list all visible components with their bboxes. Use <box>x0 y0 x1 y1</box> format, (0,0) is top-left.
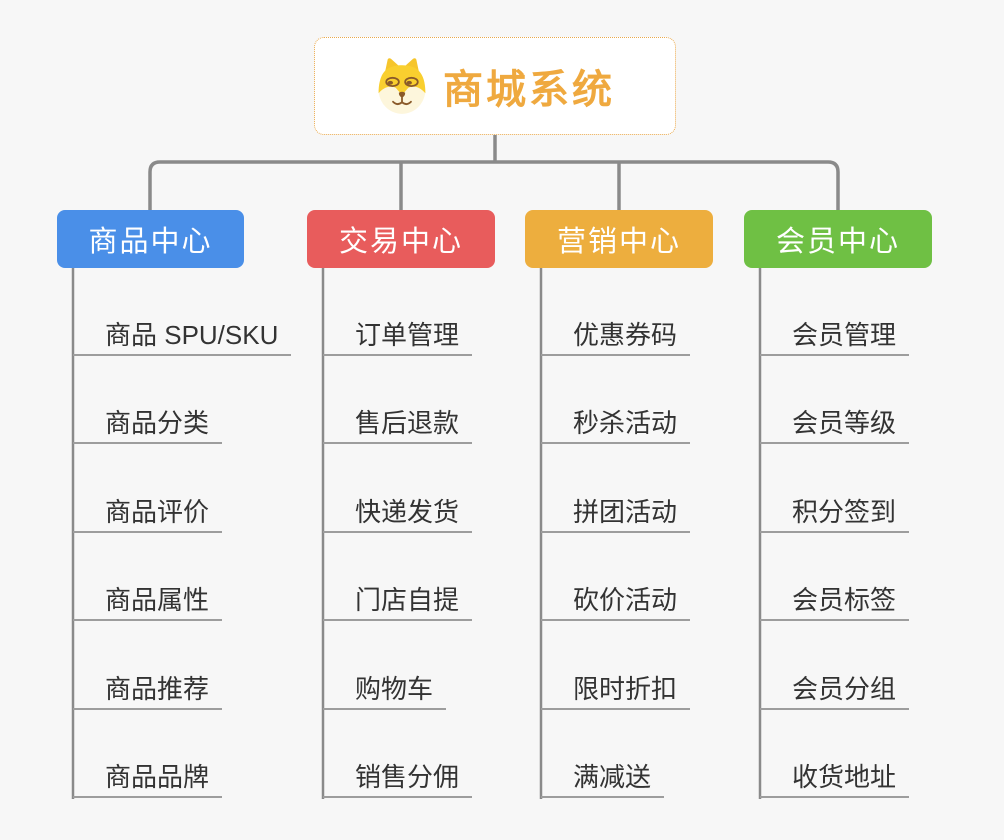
leaf-item[interactable]: 商品分类 <box>73 406 223 444</box>
leaf-item[interactable]: 购物车 <box>323 672 447 710</box>
leaf-item[interactable]: 门店自提 <box>323 583 473 621</box>
branch-label: 营销中心 <box>556 226 681 258</box>
branch-label: 商品中心 <box>88 226 213 258</box>
branch-node-product-center[interactable]: 商品中心 <box>57 210 244 268</box>
leaf-item[interactable]: 销售分佣 <box>323 760 473 798</box>
leaf-item[interactable]: 商品评价 <box>73 495 223 533</box>
leaf-item[interactable]: 会员管理 <box>760 318 910 356</box>
leaf-item[interactable]: 收货地址 <box>760 760 910 798</box>
leaf-item[interactable]: 优惠券码 <box>541 318 691 356</box>
leaf-item[interactable]: 会员分组 <box>760 672 910 710</box>
leaf-item[interactable]: 售后退款 <box>323 406 473 444</box>
leaf-item[interactable]: 秒杀活动 <box>541 406 691 444</box>
dog-face-icon <box>378 58 426 114</box>
leaf-item[interactable]: 砍价活动 <box>541 583 691 621</box>
leaf-item[interactable]: 商品推荐 <box>73 672 223 710</box>
leaf-item[interactable]: 限时折扣 <box>541 672 691 710</box>
branch-connector-line <box>148 160 840 210</box>
branch-node-trade-center[interactable]: 交易中心 <box>307 210 495 268</box>
branch-label: 交易中心 <box>338 226 463 258</box>
leaf-item[interactable]: 会员标签 <box>760 583 910 621</box>
leaf-item[interactable]: 会员等级 <box>760 406 910 444</box>
branch-label: 会员中心 <box>775 226 900 258</box>
leaf-item[interactable]: 快递发货 <box>323 495 473 533</box>
leaf-item[interactable]: 商品 SPU/SKU <box>73 318 292 356</box>
leaf-item[interactable]: 拼团活动 <box>541 495 691 533</box>
root-node[interactable]: 商城系统 <box>314 37 676 135</box>
leaf-item[interactable]: 商品属性 <box>73 583 223 621</box>
leaf-item[interactable]: 积分签到 <box>760 495 910 533</box>
root-title: 商城系统 <box>443 68 615 112</box>
leaf-item[interactable]: 满减送 <box>541 760 665 798</box>
leaf-item[interactable]: 订单管理 <box>323 318 473 356</box>
branch-node-marketing-center[interactable]: 营销中心 <box>525 210 713 268</box>
leaf-item[interactable]: 商品品牌 <box>73 760 223 798</box>
branch-node-member-center[interactable]: 会员中心 <box>744 210 932 268</box>
